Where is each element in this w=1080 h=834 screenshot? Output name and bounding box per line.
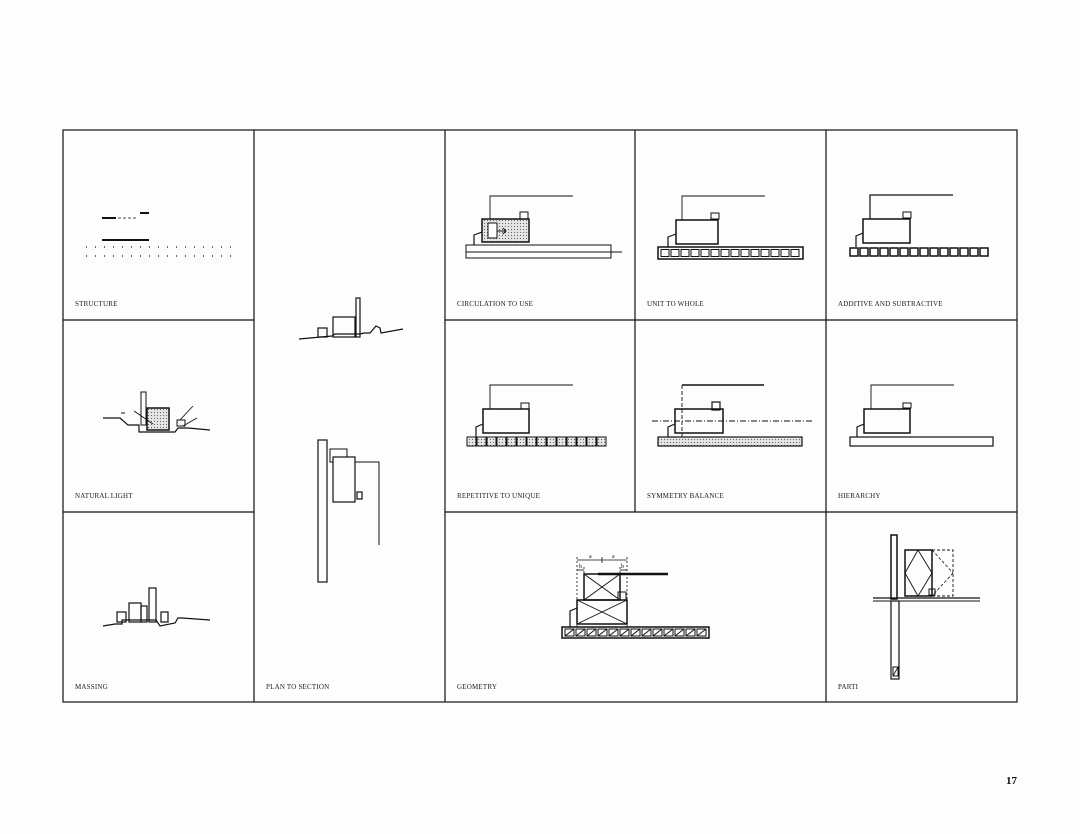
page-number: 17 — [1006, 775, 1017, 787]
structure-drawing — [86, 212, 233, 257]
label-additive-and-subtractive: ADDITIVE AND SUBTRACTIVE — [838, 300, 943, 308]
label-symmetry-balance: SYMMETRY BALANCE — [647, 492, 725, 500]
label-geometry: GEOMETRY — [457, 683, 498, 691]
hierarchy-drawing — [849, 384, 994, 447]
plan-to-section-drawing — [298, 297, 404, 583]
label-massing: MASSING — [75, 683, 108, 691]
circulation-drawing — [465, 195, 622, 259]
geometry-annotation-b-left: b — [579, 564, 582, 570]
additive-subtractive-drawing — [849, 194, 989, 257]
geometry-annotation-a-right: a — [612, 554, 615, 560]
label-parti: PARTI — [838, 683, 859, 691]
symmetry-balance-drawing — [652, 384, 812, 447]
label-repetitive-to-unique: REPETITIVE TO UNIQUE — [457, 492, 541, 500]
label-circulation-to-use: CIRCULATION TO USE — [457, 300, 534, 308]
label-structure: STRUCTURE — [75, 300, 118, 308]
parti-drawing — [873, 534, 980, 680]
massing-drawing — [102, 587, 211, 627]
geometry-annotation-a-left: a — [589, 554, 592, 560]
natural-light-drawing — [103, 391, 211, 433]
label-plan-to-section: PLAN TO SECTION — [266, 683, 330, 691]
label-unit-to-whole: UNIT TO WHOLE — [647, 300, 704, 308]
grid-frame — [62, 129, 1018, 703]
repetitive-to-unique-drawing — [466, 384, 607, 447]
geometry-drawing — [561, 557, 710, 639]
label-natural-light: NATURAL LIGHT — [75, 492, 133, 500]
label-hierarchy: HIERARCHY — [838, 492, 881, 500]
geometry-annotation-b-right: b — [621, 564, 624, 570]
unit-to-whole-drawing — [657, 195, 804, 260]
